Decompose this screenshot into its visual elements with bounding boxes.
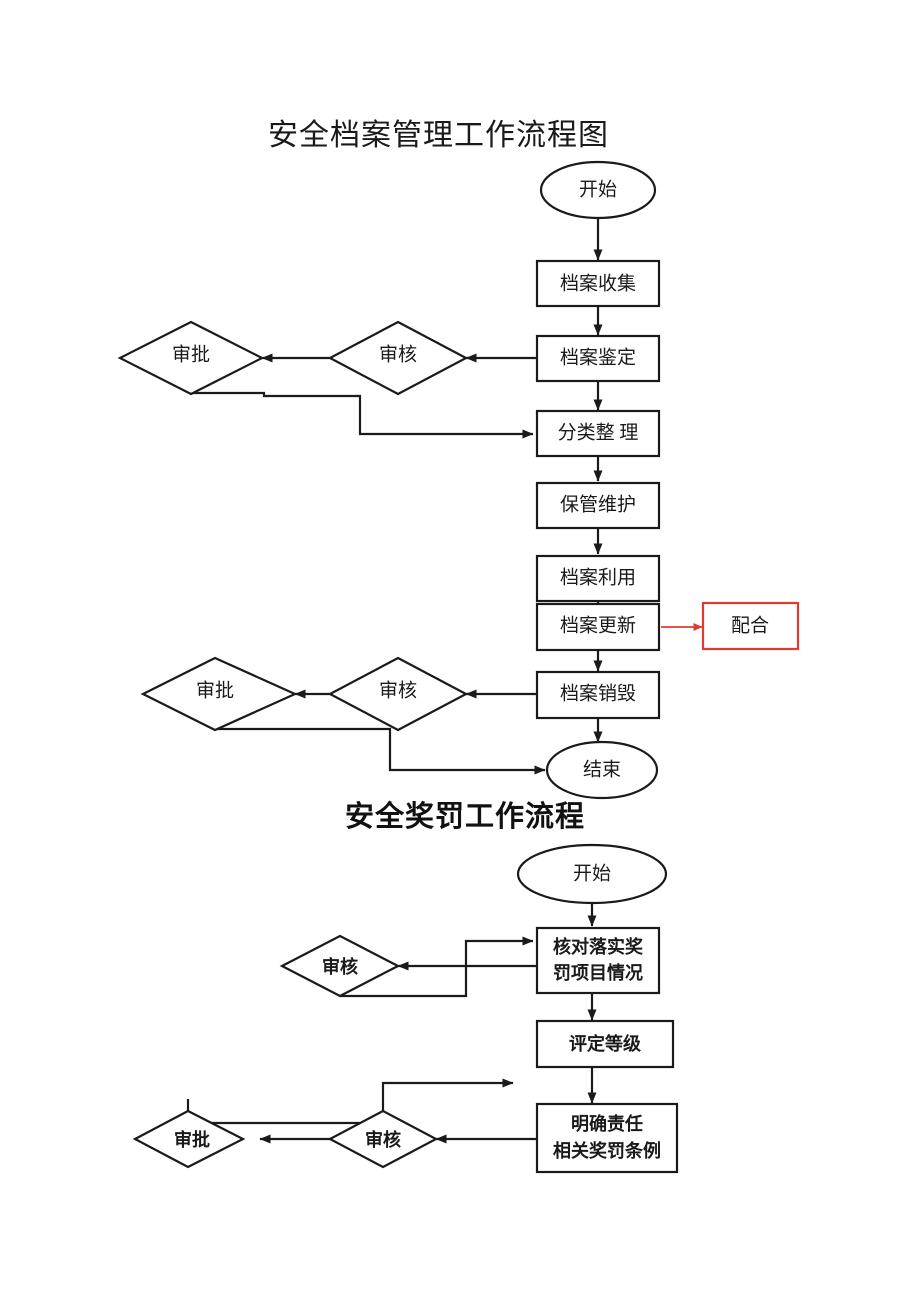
node-flow2-start[interactable]: 开始 <box>516 843 668 905</box>
page-title-flow2: 安全奖罚工作流程 <box>345 801 586 833</box>
node-flow2-responsibility-label-line1: 明确责任 <box>571 1113 643 1134</box>
node-flow1-update-label: 档案更新 <box>560 614 636 636</box>
node-flow1-maintain[interactable]: 保管维护 <box>535 481 661 530</box>
node-flow1-destroy[interactable]: 档案销毁 <box>535 670 661 720</box>
node-flow2-review1-label: 审核 <box>322 956 358 977</box>
node-flow2-review2[interactable]: 审核 <box>327 1109 439 1169</box>
node-flow1-use-label: 档案利用 <box>560 566 636 588</box>
node-flow1-use[interactable]: 档案利用 <box>535 554 661 603</box>
node-flow1-classify-label: 分类整 理 <box>558 421 639 443</box>
node-flow1-start-label: 开始 <box>579 178 617 200</box>
node-flow1-approve1-label: 审批 <box>172 343 210 365</box>
node-flow2-responsibility[interactable]: 明确责任 相关奖罚条例 <box>535 1102 679 1174</box>
node-flow1-collect[interactable]: 档案收集 <box>535 259 661 308</box>
node-flow2-grade-label: 评定等级 <box>569 1033 642 1054</box>
edge-approve2-to-end <box>215 727 546 775</box>
node-flow1-classify[interactable]: 分类整 理 <box>535 409 661 458</box>
edge-approve1-to-classify <box>191 391 534 439</box>
node-flow1-destroy-label: 档案销毁 <box>560 682 636 704</box>
node-flow2-review2-label: 审核 <box>365 1129 401 1150</box>
node-flow2-approve-label: 审批 <box>174 1129 210 1150</box>
node-flow2-check[interactable]: 核对落实奖 罚项目情况 <box>535 926 661 995</box>
node-flow2-review1[interactable]: 审核 <box>279 934 401 998</box>
node-flow2-responsibility-label-line2: 相关奖罚条例 <box>553 1140 661 1161</box>
node-flow1-appraise-label: 档案鉴定 <box>560 346 636 368</box>
node-flow1-maintain-label: 保管维护 <box>560 493 636 515</box>
node-flow1-approve2-label: 审批 <box>196 679 234 701</box>
node-flow2-approve[interactable]: 审批 <box>132 1109 246 1169</box>
node-flow1-appraise[interactable]: 档案鉴定 <box>535 334 661 383</box>
node-flow1-review2[interactable]: 审核 <box>327 656 469 732</box>
node-flow1-approve1[interactable]: 审批 <box>117 320 265 396</box>
node-flow1-cooperate-label: 配合 <box>731 614 769 636</box>
node-flow2-check-label-line2: 罚项目情况 <box>553 963 643 983</box>
node-flow1-collect-label: 档案收集 <box>560 272 636 294</box>
node-flow1-review1-label: 审核 <box>379 343 417 365</box>
node-flow1-review1[interactable]: 审核 <box>327 320 469 396</box>
node-flow1-end[interactable]: 结束 <box>545 740 659 800</box>
node-flow1-update[interactable]: 档案更新 <box>535 602 661 652</box>
node-flow2-grade[interactable]: 评定等级 <box>535 1019 675 1069</box>
node-flow1-approve2[interactable]: 审批 <box>140 656 298 732</box>
node-flow1-start[interactable]: 开始 <box>539 160 657 220</box>
node-flow2-start-label: 开始 <box>573 862 611 884</box>
page-title-flow1: 安全档案管理工作流程图 <box>268 119 609 152</box>
node-flow1-review2-label: 审核 <box>379 679 417 701</box>
node-flow1-cooperate[interactable]: 配合 <box>701 601 800 651</box>
node-flow1-end-label: 结束 <box>583 758 621 780</box>
edge-flow2-review1-to-check <box>340 936 534 998</box>
node-flow2-check-label-line1: 核对落实奖 <box>553 936 644 957</box>
